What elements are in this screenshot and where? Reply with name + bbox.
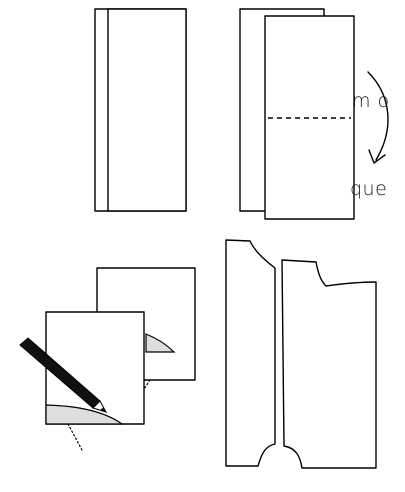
instruction-text-fragment-1: m o — [352, 92, 390, 111]
arrow-head-icon — [369, 150, 385, 163]
step1-folded-fabric — [95, 9, 186, 211]
pattern-front-guide-dots — [68, 424, 82, 450]
instruction-text-fragment-2: que — [350, 180, 387, 199]
step4-aligned-pieces — [226, 240, 376, 468]
fabric-front-layer — [108, 9, 186, 211]
pattern-piece-right — [282, 260, 376, 468]
fold-direction-arrow — [368, 72, 388, 160]
pattern-piece-left — [226, 240, 275, 466]
step3-tracing-diagram — [20, 268, 195, 450]
